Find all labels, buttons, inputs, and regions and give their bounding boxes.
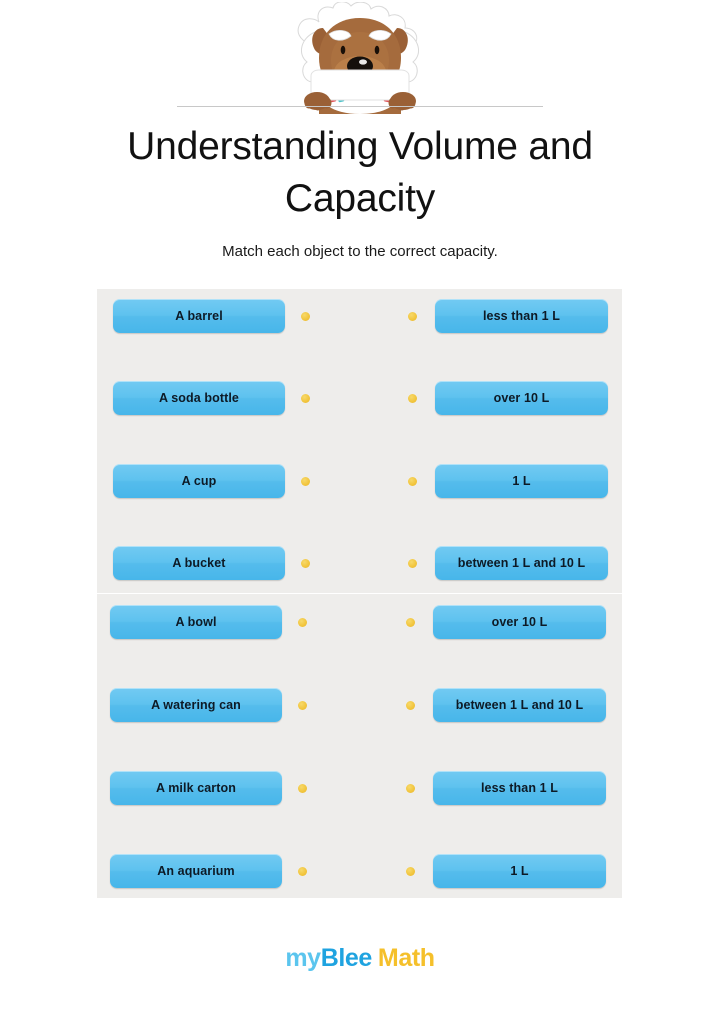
object-chip[interactable]: A watering can xyxy=(110,688,282,722)
connector-dot-left[interactable] xyxy=(298,867,307,876)
match-row: An aquarium 1 L xyxy=(97,854,622,888)
connector-dot-right[interactable] xyxy=(408,477,417,486)
match-row: A watering can between 1 L and 10 L xyxy=(97,688,622,722)
connector-dot-right[interactable] xyxy=(406,618,415,627)
match-row: A barrel less than 1 L xyxy=(97,299,622,333)
connector-dot-right[interactable] xyxy=(406,784,415,793)
capacity-chip[interactable]: between 1 L and 10 L xyxy=(435,546,608,580)
connector-dot-left[interactable] xyxy=(298,618,307,627)
capacity-chip[interactable]: over 10 L xyxy=(433,605,606,639)
object-chip[interactable]: A barrel xyxy=(113,299,285,333)
connector-dot-left[interactable] xyxy=(301,559,310,568)
connector-dot-left[interactable] xyxy=(301,394,310,403)
logo-text-math: Math xyxy=(377,944,435,972)
connector-dot-right[interactable] xyxy=(408,394,417,403)
einstein-bear-mascot xyxy=(297,2,420,114)
page-header xyxy=(0,0,720,115)
connector-dot-right[interactable] xyxy=(408,312,417,321)
connector-dot-left[interactable] xyxy=(301,312,310,321)
object-chip[interactable]: A milk carton xyxy=(110,771,282,805)
match-row: A soda bottle over 10 L xyxy=(97,381,622,415)
connector-dot-right[interactable] xyxy=(408,559,417,568)
exercise-panel-b: A bowl over 10 L A watering can between … xyxy=(97,594,622,898)
connector-dot-left[interactable] xyxy=(298,701,307,710)
capacity-chip[interactable]: 1 L xyxy=(435,464,608,498)
instruction-text: Match each object to the correct capacit… xyxy=(222,242,498,260)
capacity-chip[interactable]: 1 L xyxy=(433,854,606,888)
exercise-panels: A barrel less than 1 L A soda bottle ove… xyxy=(97,289,622,898)
object-chip[interactable]: A cup xyxy=(113,464,285,498)
logo-text-my: my xyxy=(285,944,321,972)
connector-dot-left[interactable] xyxy=(301,477,310,486)
object-chip[interactable]: A soda bottle xyxy=(113,381,285,415)
exercise-panel-a: A barrel less than 1 L A soda bottle ove… xyxy=(97,289,622,593)
logo-text-blee: Blee xyxy=(320,944,373,972)
match-row: A milk carton less than 1 L xyxy=(97,771,622,805)
object-chip[interactable]: A bowl xyxy=(110,605,282,639)
connector-dot-right[interactable] xyxy=(406,701,415,710)
capacity-chip[interactable]: between 1 L and 10 L xyxy=(433,688,606,722)
match-row: A bucket between 1 L and 10 L xyxy=(97,546,622,580)
capacity-chip[interactable]: less than 1 L xyxy=(435,299,608,333)
connector-dot-right[interactable] xyxy=(406,867,415,876)
match-row: A cup 1 L xyxy=(97,464,622,498)
object-chip[interactable]: An aquarium xyxy=(110,854,282,888)
match-row: A bowl over 10 L xyxy=(97,605,622,639)
connector-dot-left[interactable] xyxy=(298,784,307,793)
object-chip[interactable]: A bucket xyxy=(113,546,285,580)
page-title: Understanding Volume and Capacity xyxy=(127,125,593,220)
capacity-chip[interactable]: over 10 L xyxy=(435,381,608,415)
capacity-chip[interactable]: less than 1 L xyxy=(433,771,606,805)
header-divider xyxy=(177,106,543,107)
